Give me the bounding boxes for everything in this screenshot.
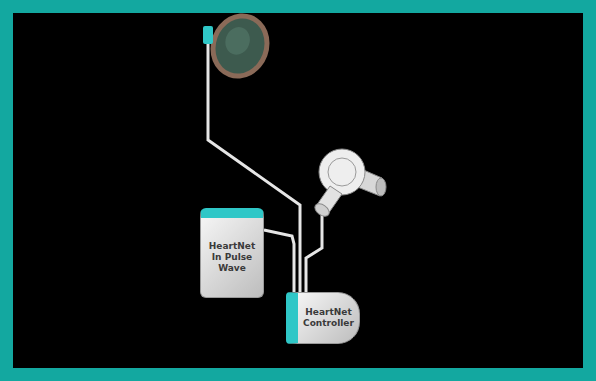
blood-pump [313,149,386,219]
node-label: HeartNet Controller [302,307,355,329]
pump-wire [306,212,322,292]
battery-pack: HeartNet In Pulse Wave [200,208,264,298]
node-label: HeartNet In Pulse Wave [205,241,259,273]
background [13,13,583,368]
controller-unit: HeartNet Controller [286,292,360,344]
cable [264,230,294,292]
disk-sensor [201,5,278,87]
